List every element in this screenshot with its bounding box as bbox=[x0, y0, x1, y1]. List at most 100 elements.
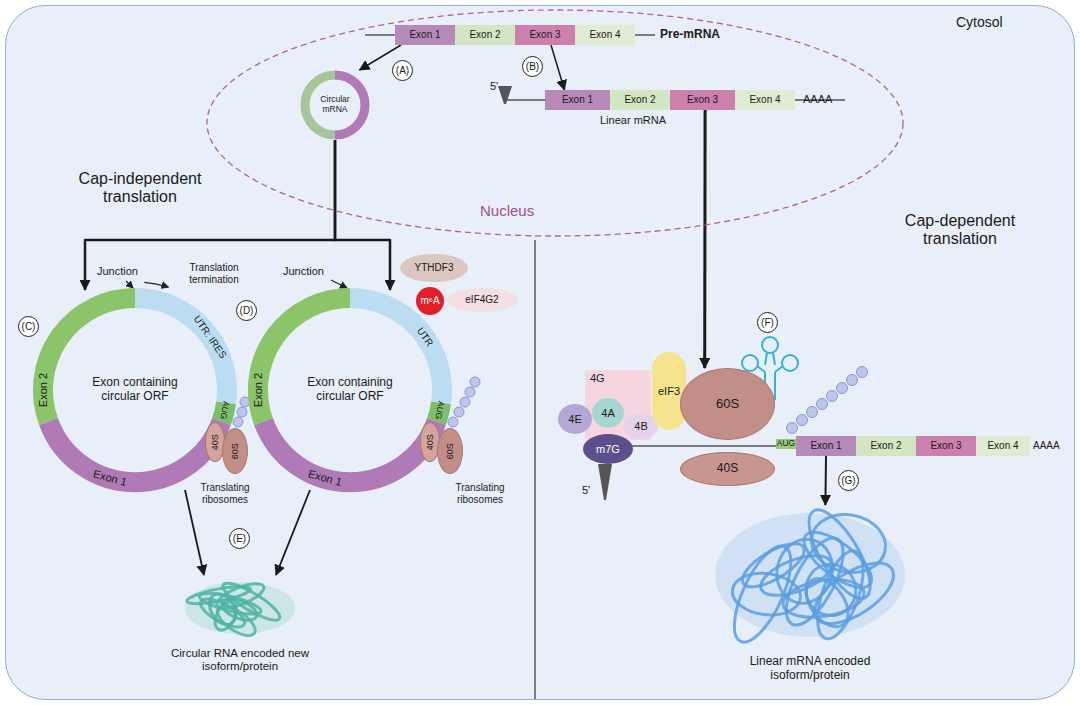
node-text: Exon 2 bbox=[870, 440, 901, 452]
exon-box: Exon 2 bbox=[455, 25, 515, 45]
cell-ground bbox=[5, 5, 1075, 700]
node-text: 4E bbox=[568, 413, 581, 426]
ribosome-subunit: 40S bbox=[680, 452, 775, 486]
flow-arrow bbox=[335, 140, 390, 290]
ribosome-subunit: 60S bbox=[437, 428, 463, 474]
node-text: Exon 1 bbox=[562, 94, 593, 106]
callout-letter: (G) bbox=[838, 470, 859, 491]
cap bbox=[598, 464, 612, 500]
node-text: Exon 3 bbox=[529, 29, 560, 41]
node-text: eIF4G2 bbox=[465, 294, 498, 306]
exon-box: Exon 1 bbox=[796, 436, 856, 456]
text-label: 5' bbox=[490, 80, 498, 93]
circular-mrna: Circular mRNA bbox=[300, 70, 370, 140]
node-text: Exon 1 bbox=[409, 29, 440, 41]
exon-box: Exon 4 bbox=[575, 25, 635, 45]
callout-letter: (B) bbox=[522, 56, 543, 77]
protein-factor: YTHDF3 bbox=[400, 254, 468, 282]
node-text: eIF3 bbox=[658, 385, 680, 398]
text-label: Translating ribosomes bbox=[447, 482, 513, 505]
leader-line bbox=[331, 280, 347, 288]
node-text: Exon 4 bbox=[749, 94, 780, 106]
callout-letter: (E) bbox=[229, 528, 250, 549]
exon-box: Exon 2 bbox=[856, 436, 916, 456]
text-label: AAAA bbox=[803, 93, 832, 106]
callout-letter: (A) bbox=[392, 60, 413, 81]
text-label: Exon 2 bbox=[252, 373, 265, 407]
protein-factor: eIF3 bbox=[652, 352, 686, 430]
flow-arrow bbox=[85, 140, 335, 290]
callout-letter: (F) bbox=[757, 312, 778, 333]
node-text: Exon containing circular ORF bbox=[80, 376, 190, 404]
node-text: 60S bbox=[445, 443, 455, 459]
text-label: Junction bbox=[283, 265, 324, 278]
callout-letter: (D) bbox=[236, 300, 257, 321]
exon-box: Exon 1 bbox=[395, 25, 455, 45]
ribosome-subunit: 60S bbox=[222, 428, 248, 474]
node-text: 40S bbox=[210, 434, 220, 450]
node-text: Nucleus bbox=[480, 202, 534, 219]
node-text: 4A bbox=[601, 407, 614, 420]
cap-m7g: m7G bbox=[583, 434, 633, 464]
text-label: AUG bbox=[776, 439, 796, 449]
node-text: Linear mRNA encoded isoform/protein bbox=[710, 655, 910, 683]
text-label: Cap-independent translation bbox=[50, 170, 230, 207]
exon-box: Exon 3 bbox=[670, 90, 735, 110]
node-text: m7G bbox=[596, 443, 620, 456]
node-text: Exon 2 bbox=[469, 29, 500, 41]
exon-box: Exon 4 bbox=[976, 436, 1030, 456]
callout-letter: (C) bbox=[18, 316, 39, 337]
text-label: Translating ribosomes bbox=[192, 482, 258, 505]
flow-arrow bbox=[551, 45, 565, 90]
node-text: 4G bbox=[590, 372, 605, 385]
text-label: Translation termination bbox=[178, 262, 250, 285]
cap bbox=[498, 86, 512, 104]
text-label: Linear mRNA bbox=[600, 114, 666, 127]
divider bbox=[534, 240, 535, 700]
exon-box: Exon 4 bbox=[735, 90, 795, 110]
protein-factor: 4A bbox=[592, 398, 624, 428]
m6a-mark: m⁶A bbox=[416, 287, 444, 315]
text-label: AUG bbox=[218, 400, 231, 420]
node-text: Exon 4 bbox=[987, 440, 1018, 452]
text-label: Pre-mRNA bbox=[660, 28, 720, 42]
node-text: m⁶A bbox=[420, 295, 439, 307]
protein-factor: 4E bbox=[558, 404, 592, 434]
text-label: Junction bbox=[97, 265, 138, 278]
node-text: Exon 3 bbox=[687, 94, 718, 106]
protein: Linear mRNA encoded isoform/protein bbox=[700, 505, 920, 695]
flow-arrow bbox=[185, 490, 204, 575]
node-text: 60S bbox=[230, 443, 240, 459]
protein: Circular RNA encoded new isoform/protein bbox=[150, 575, 330, 695]
flow-arrow bbox=[824, 456, 827, 505]
nucleus: Nucleus Exon 1 Exon 2 Exon 3 Exon 4 Circular … bbox=[205, 8, 905, 238]
node-text: Exon 3 bbox=[930, 440, 961, 452]
shape-outline bbox=[150, 575, 330, 695]
exon-box: Exon 3 bbox=[916, 436, 976, 456]
text-label: Exon 2 bbox=[37, 373, 50, 407]
node-text: Exon 1 bbox=[810, 440, 841, 452]
node-text: Circular RNA encoded new isoform/protein bbox=[150, 647, 330, 673]
text-label: AUG bbox=[433, 400, 446, 420]
exon-box: Exon 2 bbox=[610, 90, 670, 110]
flow-arrow bbox=[703, 110, 706, 368]
node-text: 40S bbox=[717, 462, 738, 476]
cell: CytosolNucleusExon 1Exon 2Exon 3Exon 4Ci… bbox=[5, 5, 1075, 700]
text-label: 5' bbox=[582, 484, 590, 497]
ribosome-subunit: 60S bbox=[680, 368, 775, 440]
node-text: Exon 2 bbox=[624, 94, 655, 106]
text-label: AAAA bbox=[1033, 440, 1060, 452]
node-text: YTHDF3 bbox=[415, 262, 454, 274]
circular-rna-ring: Exon containing circular ORF bbox=[250, 290, 450, 490]
direction-arrow bbox=[144, 282, 168, 287]
node-text: 40S bbox=[425, 434, 435, 450]
node-text: Exon 4 bbox=[589, 29, 620, 41]
text-label: Cap-dependent translation bbox=[880, 212, 1040, 249]
node-text: 60S bbox=[716, 397, 739, 412]
node-text: Cytosol bbox=[956, 14, 1003, 30]
exon-box: Exon 3 bbox=[515, 25, 575, 45]
leader-line bbox=[126, 281, 133, 288]
flow-arrow bbox=[276, 490, 310, 575]
